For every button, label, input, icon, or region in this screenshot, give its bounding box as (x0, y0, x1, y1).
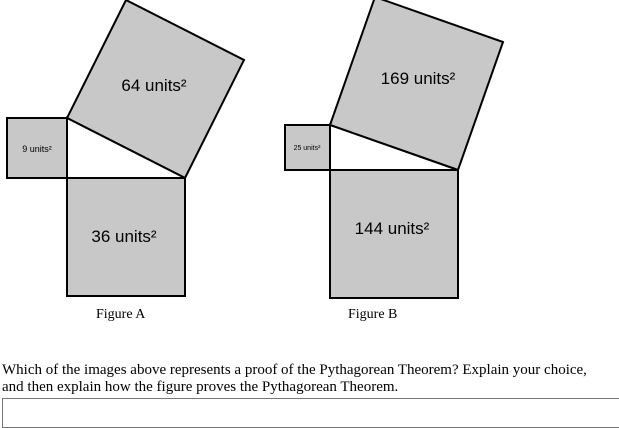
figure-a-hyp-label: 64 units² (121, 76, 187, 95)
figure-b-triangle (329, 123, 459, 171)
figure-a-caption: Figure A (96, 307, 146, 322)
figures: 9 units² 36 units² 64 units² 25 units² 1… (6, 0, 505, 299)
figure-a-bottom-label: 36 units² (91, 227, 157, 246)
figure-b-bottom-label: 144 units² (355, 219, 430, 238)
figure-b-small-label: 25 units² (294, 145, 322, 152)
question-text: Which of the images above represents a p… (2, 362, 587, 395)
figure-b: 25 units² 144 units² 169 units² (284, 0, 505, 299)
figure-b-hyp-label: 169 units² (381, 69, 456, 88)
figure-a: 9 units² 36 units² 64 units² (6, 0, 246, 297)
figure-a-triangle (66, 116, 186, 179)
figure-b-caption: Figure B (348, 307, 398, 322)
figure-a-small-label: 9 units² (22, 144, 52, 154)
answer-textbox[interactable] (2, 398, 619, 428)
